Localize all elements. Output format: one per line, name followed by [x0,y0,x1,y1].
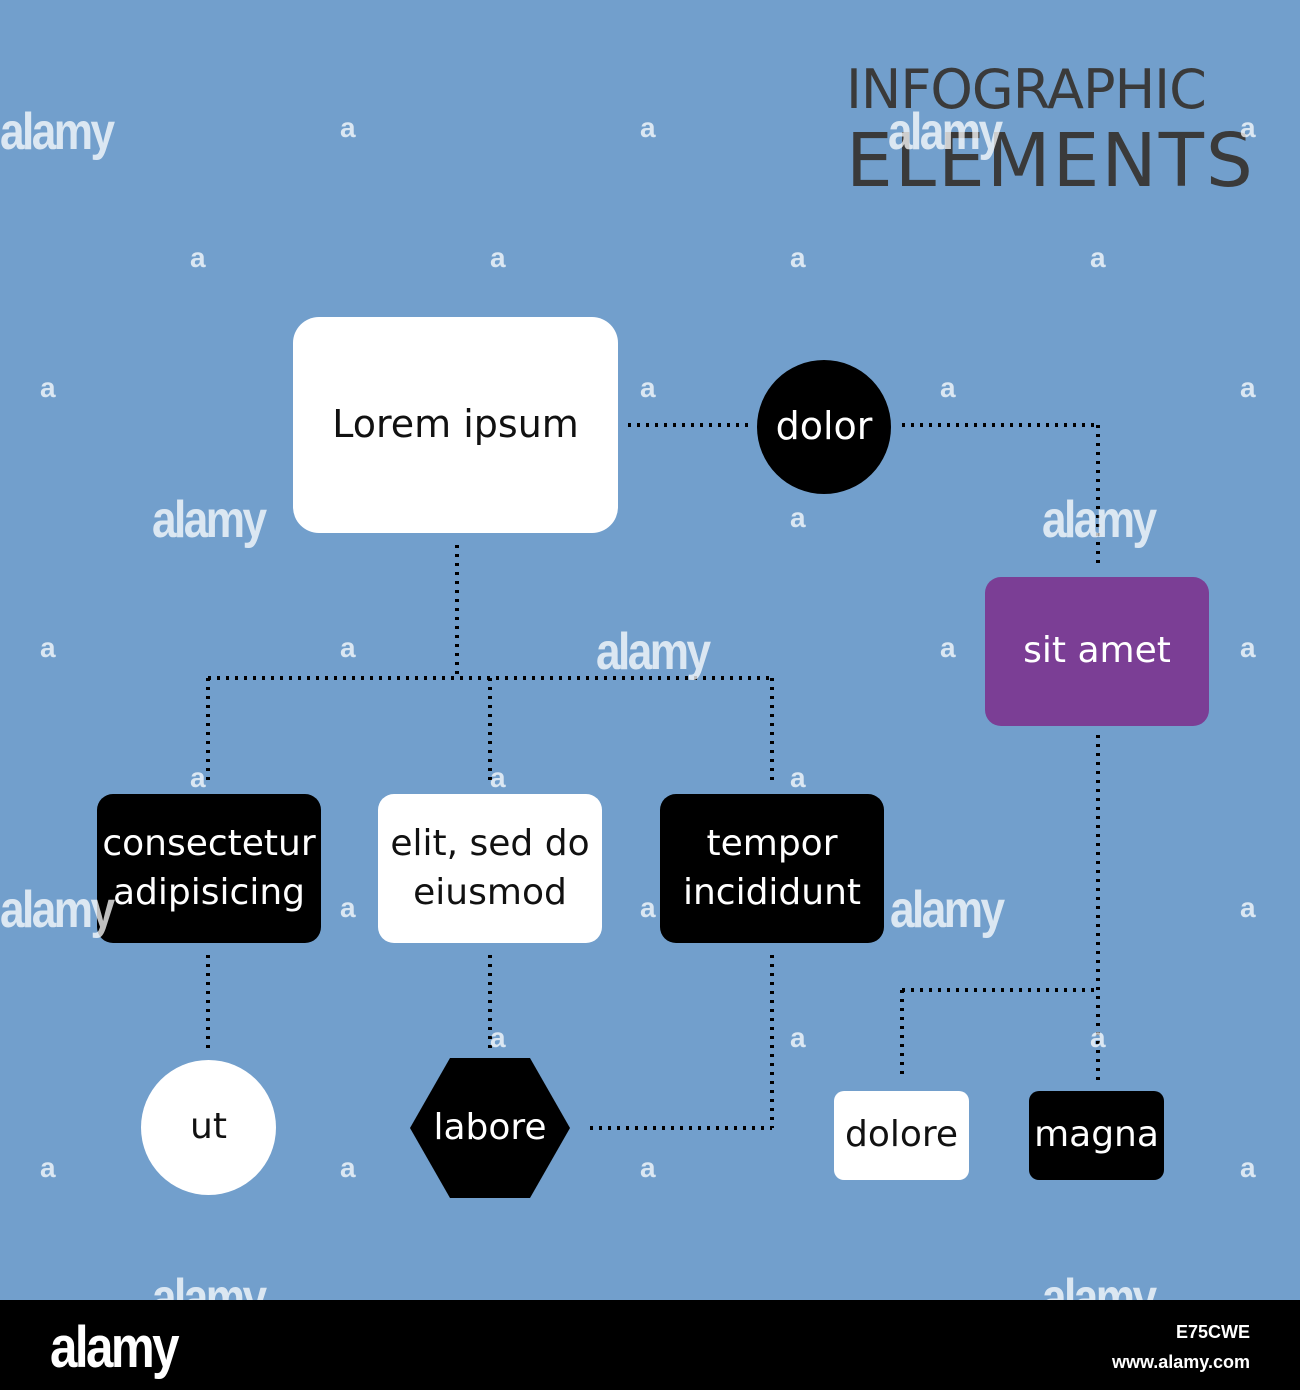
watermark-letter: a [1240,632,1256,663]
watermark: alamy [152,491,267,549]
watermark-letter: a [1240,892,1256,923]
node-dolor-label: dolor [775,404,873,449]
node-dolore: dolore [834,1091,969,1180]
watermark-letter: a [640,1152,656,1183]
watermark-letter: a [1240,112,1256,143]
node-ut: ut [141,1060,276,1195]
node-magna: magna [1029,1091,1164,1180]
node-consectetur: consectetur adipisicing [97,794,321,943]
node-dolor: dolor [757,360,891,494]
node-sit-amet: sit amet [985,577,1209,726]
watermark: alamy [596,623,711,681]
node-labore-label: labore [433,1106,547,1148]
watermark-letter: a [940,372,956,403]
node-elit-line1: elit, sed do [390,822,590,864]
watermark-letter: a [940,632,956,663]
watermark-letter: a [790,1022,806,1053]
node-lorem-ipsum: Lorem ipsum [293,317,618,533]
watermark-letter: a [640,372,656,403]
watermark: alamy [0,881,115,939]
watermark-letter: a [190,762,206,793]
watermark: alamy [1042,491,1157,549]
watermark: alamy [890,881,1005,939]
watermark-letter: a [1240,372,1256,403]
watermark: alamy [888,103,1003,161]
node-elit-line2: eiusmod [413,871,567,913]
watermark-letter: a [790,762,806,793]
node-tempor-line2: incididunt [682,871,862,913]
footer-url: www.alamy.com [1111,1352,1250,1372]
watermark-letter: a [340,112,356,143]
watermark-letter: a [490,242,506,273]
node-tempor-line1: tempor [706,822,838,864]
node-lorem-ipsum-label: Lorem ipsum [332,402,579,447]
watermark-letter: a [790,502,806,533]
watermark-letter: a [40,1152,56,1183]
watermark-letter: a [40,372,56,403]
watermark-letter: a [1090,242,1106,273]
node-ut-label: ut [190,1106,227,1148]
node-tempor: tempor incididunt [660,794,884,943]
node-labore: labore [410,1058,570,1198]
footer-bar: alamy E75CWE www.alamy.com [0,1300,1300,1390]
watermark-letter: a [40,632,56,663]
node-sit-amet-label: sit amet [1023,630,1171,672]
watermark: alamy [0,103,115,161]
watermark-letter: a [340,1152,356,1183]
watermark-letter: a [640,892,656,923]
node-consectetur-line2: adipisicing [113,871,305,913]
footer-image-id: E75CWE [1175,1322,1250,1342]
node-magna-label: magna [1034,1114,1159,1156]
node-elit: elit, sed do eiusmod [378,794,602,943]
watermark-letter: a [640,112,656,143]
watermark-letter: a [340,632,356,663]
watermark-letter: a [1090,1022,1106,1053]
title-line-2: ELEMENTS [846,118,1255,204]
watermark-letter: a [1240,1152,1256,1183]
watermark-letter: a [490,1022,506,1053]
watermark-letter: a [340,892,356,923]
node-dolore-label: dolore [844,1114,959,1156]
watermark-letter: a [190,242,206,273]
footer-logo: alamy [50,1315,180,1380]
title-line-1: INFOGRAPHIC [846,58,1207,121]
connector-lines [206,423,1100,1130]
watermark-letter: a [790,242,806,273]
watermark-letter: a [490,762,506,793]
node-consectetur-line1: consectetur [102,822,316,864]
